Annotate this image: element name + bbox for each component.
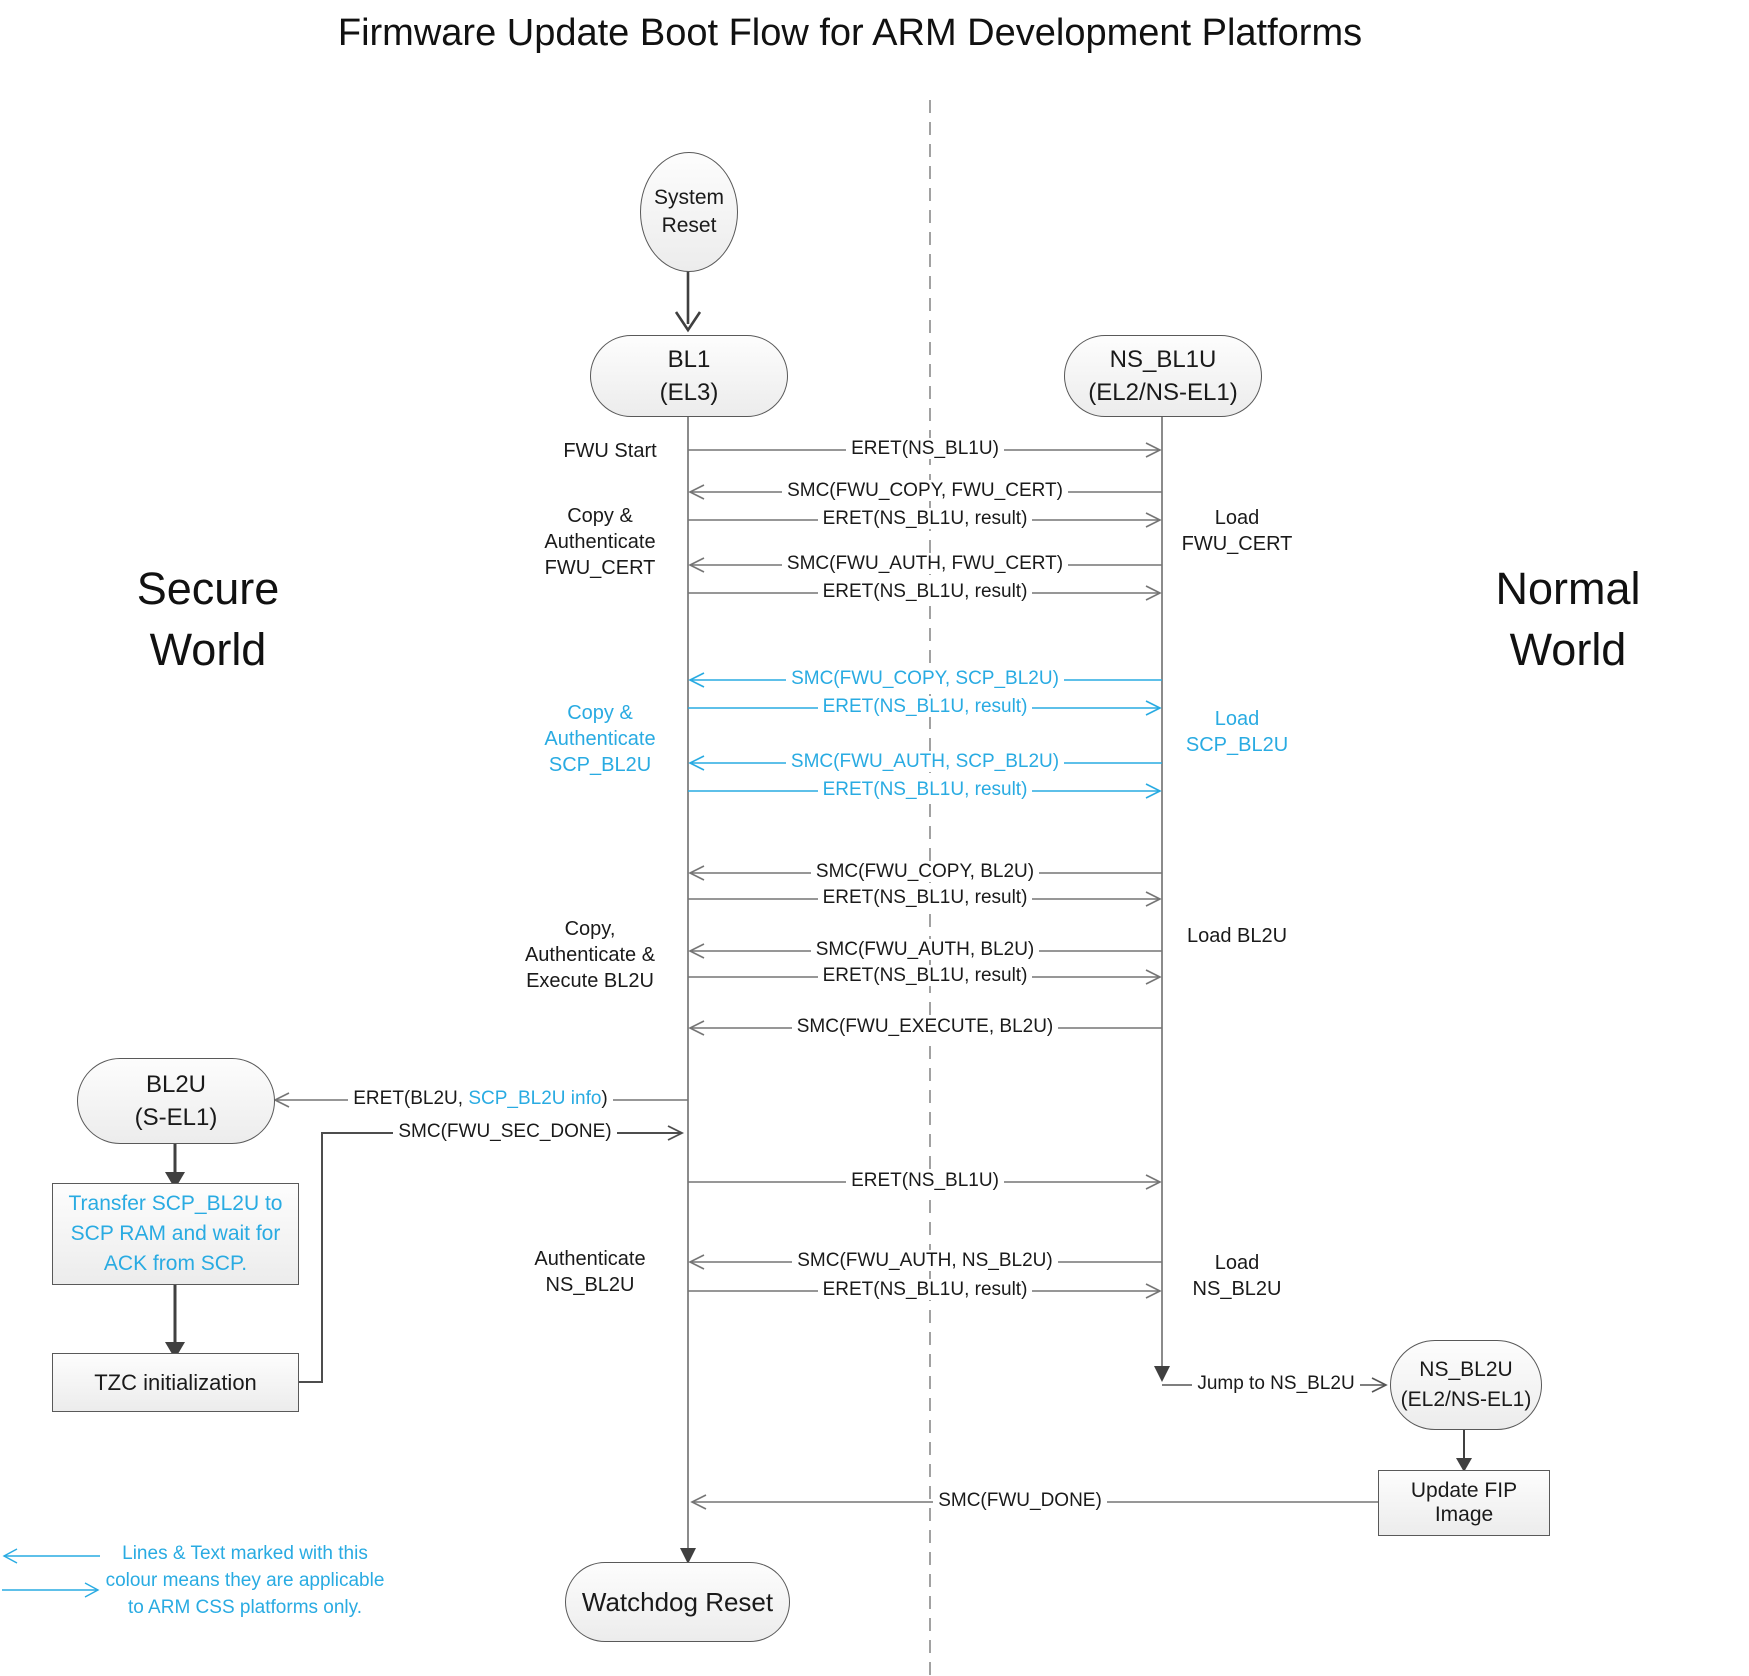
label-copy-auth-fwu-cert: Copy & Authenticate FWU_CERT [544, 505, 656, 579]
message-smc-fwu-execute-bl2u: SMC(FWU_EXECUTE, BL2U) [688, 1016, 1162, 1038]
message-smc-fwu-auth-scp-bl2u: SMC(FWU_AUTH, SCP_BL2U) [688, 751, 1162, 773]
message-smc-fwu-auth-ns-bl2u: SMC(FWU_AUTH, NS_BL2U) [688, 1250, 1162, 1272]
message-eret-result-5: ERET(NS_BL1U, result) [688, 887, 1162, 909]
message-eret-result-6: ERET(NS_BL1U, result) [688, 965, 1162, 987]
message-smc-fwu-done: SMC(FWU_DONE) [870, 1490, 1170, 1512]
label-load-ns-bl2u: Load NS_BL2U [1192, 1252, 1282, 1300]
label-load-bl2u: Load BL2U [1186, 925, 1288, 947]
message-jump-to-ns-bl2u: Jump to NS_BL2U [1162, 1373, 1390, 1395]
message-eret-result-2: ERET(NS_BL1U, result) [688, 581, 1162, 603]
page-title: Firmware Update Boot Flow for ARM Develo… [337, 12, 1363, 54]
legend-arrows [2, 1548, 100, 1598]
node-ns-bl1u: NS_BL1U (EL2/NS-EL1) [1064, 335, 1262, 417]
message-smc-fwu-auth-bl2u: SMC(FWU_AUTH, BL2U) [688, 939, 1162, 961]
legend-note: Lines & Text marked with this colour mea… [105, 1543, 385, 1618]
node-bl2u: BL2U (S-EL1) [77, 1058, 275, 1144]
message-eret-ns-bl1u: ERET(NS_BL1U) [688, 438, 1162, 460]
message-eret-result-4: ERET(NS_BL1U, result) [688, 779, 1162, 801]
message-smc-fwu-auth-fwu-cert: SMC(FWU_AUTH, FWU_CERT) [688, 553, 1162, 575]
message-smc-fwu-copy-bl2u: SMC(FWU_COPY, BL2U) [688, 861, 1162, 883]
node-bl1: BL1 (EL3) [590, 335, 788, 417]
message-eret-ns-bl1u-2: ERET(NS_BL1U) [688, 1170, 1162, 1192]
message-eret-result-3: ERET(NS_BL1U, result) [688, 696, 1162, 718]
secure-world-label: Secure World [136, 563, 280, 675]
node-watchdog-reset: Watchdog Reset [565, 1562, 790, 1642]
label-copy-auth-exec-bl2u: Copy, Authenticate & Execute BL2U [524, 918, 656, 992]
message-smc-fwu-sec-done: SMC(FWU_SEC_DONE) [322, 1121, 688, 1143]
transfer-scp-bl2u-box: Transfer SCP_BL2U to SCP RAM and wait fo… [52, 1183, 299, 1285]
label-load-fwu-cert: Load FWU_CERT [1181, 507, 1293, 555]
label-copy-auth-scp-bl2u: Copy & Authenticate SCP_BL2U [544, 702, 656, 776]
label-fwu-start: FWU Start [563, 440, 657, 462]
node-ns-bl2u: NS_BL2U (EL2/NS-EL1) [1390, 1340, 1542, 1430]
normal-world-label: Normal World [1495, 563, 1641, 675]
message-eret-bl2u-scp-info: ERET(BL2U, SCP_BL2U info) [273, 1088, 688, 1110]
label-load-scp-bl2u: Load SCP_BL2U [1185, 708, 1289, 756]
message-smc-fwu-copy-fwu-cert: SMC(FWU_COPY, FWU_CERT) [688, 480, 1162, 502]
message-eret-result-7: ERET(NS_BL1U, result) [688, 1279, 1162, 1301]
tzc-initialization-box: TZC initialization [52, 1353, 299, 1412]
label-authenticate-ns-bl2u: Authenticate NS_BL2U [534, 1248, 646, 1296]
update-fip-image-box: Update FIP Image [1378, 1470, 1550, 1536]
node-system-reset: System Reset [640, 152, 738, 272]
message-eret-result-1: ERET(NS_BL1U, result) [688, 508, 1162, 530]
message-smc-fwu-copy-scp-bl2u: SMC(FWU_COPY, SCP_BL2U) [688, 668, 1162, 690]
